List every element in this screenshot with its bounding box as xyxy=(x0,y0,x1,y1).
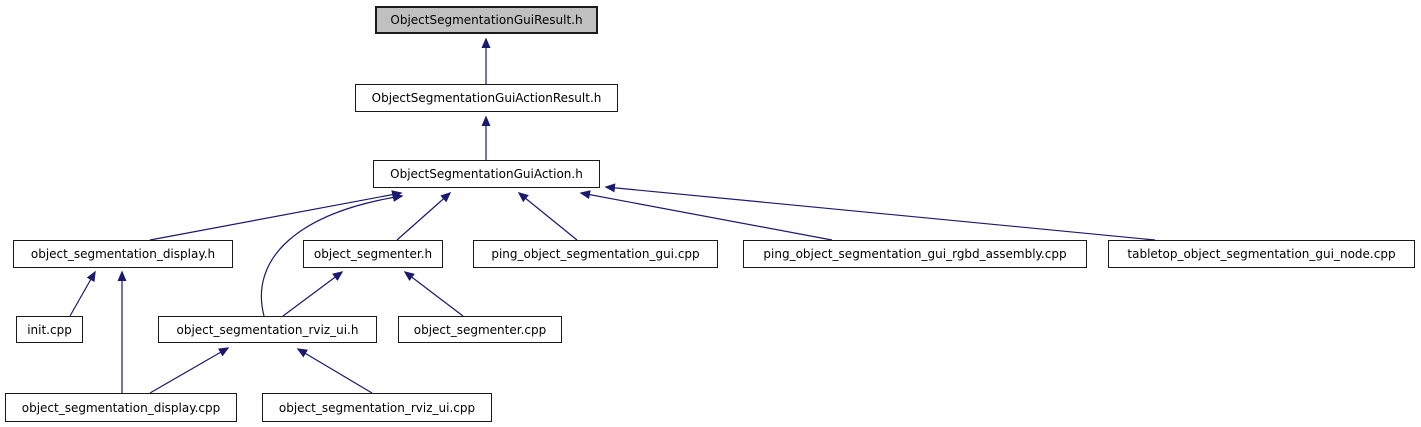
graph-node-rviz_ui_cpp[interactable]: object_segmentation_rviz_ui.cpp xyxy=(262,393,492,422)
edge-init_cpp-to-display_h xyxy=(69,270,96,317)
graph-node-ping_gui_cpp[interactable]: ping_object_segmentation_gui.cpp xyxy=(473,240,718,268)
graph-node-segmenter_cpp[interactable]: object_segmenter.cpp xyxy=(398,316,562,343)
edge-ping_gui_cpp-to-action_h xyxy=(517,192,578,241)
edge-segmenter_cpp-to-segmenter_h xyxy=(403,271,464,317)
graph-node-display_h[interactable]: object_segmentation_display.h xyxy=(13,240,233,268)
graph-node-actionresult_h[interactable]: ObjectSegmentationGuiActionResult.h xyxy=(355,84,618,112)
graph-node-init_cpp[interactable]: init.cpp xyxy=(16,316,83,343)
graph-node-segmenter_h[interactable]: object_segmenter.h xyxy=(303,240,443,268)
graph-node-ping_rgbd_cpp[interactable]: ping_object_segmentation_gui_rgbd_assemb… xyxy=(743,240,1087,268)
graph-node-rviz_ui_h[interactable]: object_segmentation_rviz_ui.h xyxy=(158,316,377,343)
edge-rviz_ui_h-to-segmenter_h xyxy=(282,271,344,317)
edge-display_cpp-to-rviz_ui_h xyxy=(149,347,230,394)
edge-rviz_ui_cpp-to-rviz_ui_h xyxy=(296,348,373,394)
edge-display_h-to-action_h xyxy=(149,190,403,241)
edge-segmenter_h-to-action_h xyxy=(396,192,452,241)
graph-node-tabletop_cpp[interactable]: tabletop_object_segmentation_gui_node.cp… xyxy=(1108,240,1415,268)
graph-node-display_cpp[interactable]: object_segmentation_display.cpp xyxy=(5,393,237,422)
graph-node-result_h: ObjectSegmentationGuiResult.h xyxy=(375,6,598,34)
edge-tabletop_cpp-to-action_h xyxy=(604,183,1156,241)
edge-ping_rgbd_cpp-to-action_h xyxy=(579,190,833,241)
graph-node-action_h[interactable]: ObjectSegmentationGuiAction.h xyxy=(373,160,600,188)
